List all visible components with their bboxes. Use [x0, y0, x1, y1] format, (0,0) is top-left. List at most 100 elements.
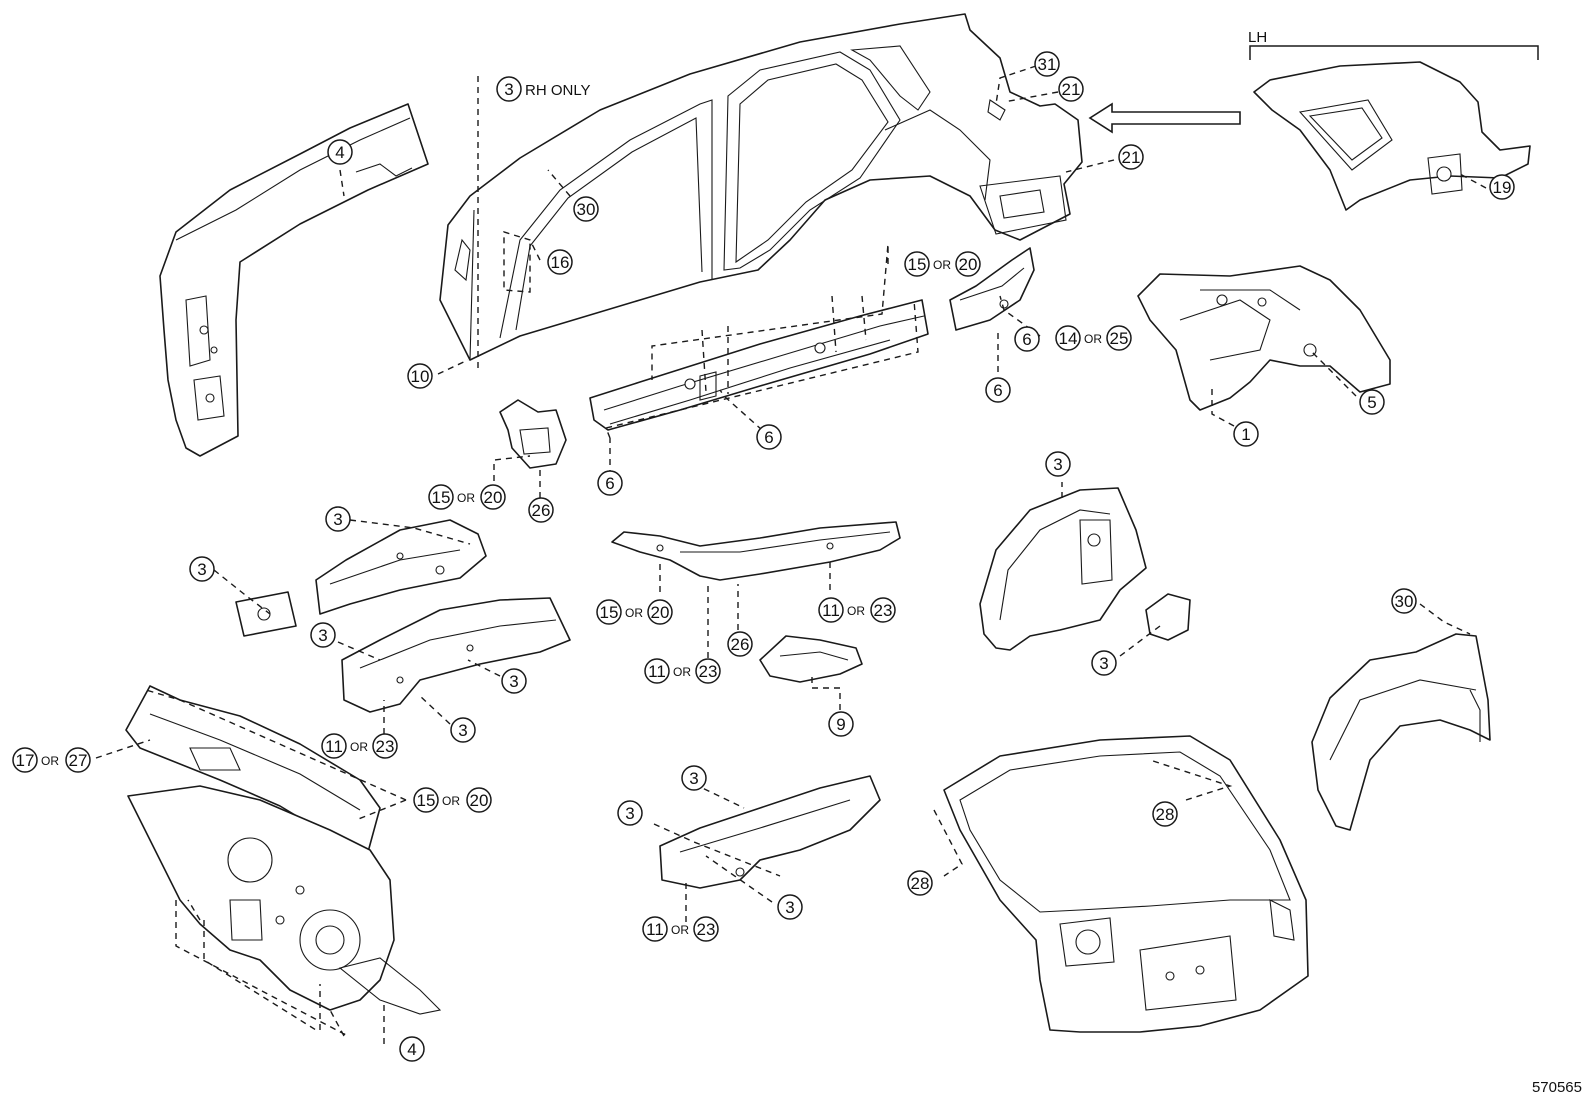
callout-6: 6: [985, 377, 1011, 403]
svg-text:6: 6: [993, 381, 1002, 400]
bumper-bracket-plate: [235, 591, 297, 637]
callout-3-rh-only: 3 RH ONLY: [496, 76, 591, 102]
svg-text:26: 26: [731, 635, 750, 654]
svg-text:5: 5: [1367, 393, 1376, 412]
callout-26: 26: [528, 497, 554, 523]
diagram-code: 570565: [1532, 1079, 1582, 1096]
svg-text:11: 11: [648, 662, 666, 681]
svg-text:31: 31: [1038, 55, 1057, 74]
svg-text:15: 15: [432, 488, 451, 507]
callout-9: 9: [828, 711, 854, 737]
svg-text:17: 17: [16, 751, 35, 770]
callout-14-or-25: 14 OR 25: [1055, 325, 1132, 351]
svg-text:6: 6: [605, 474, 614, 493]
svg-text:OR: OR: [442, 794, 460, 808]
callout-6: 6: [756, 424, 782, 450]
callout-4: 4: [399, 1036, 425, 1062]
callout-26: 26: [727, 631, 753, 657]
svg-text:3: 3: [197, 560, 206, 579]
bracket-9: [759, 635, 863, 683]
svg-text:3: 3: [509, 672, 518, 691]
callout-6: 6: [597, 470, 623, 496]
rear-wheel-house-outer-lh: [1311, 633, 1491, 831]
callout-15-or-20: 15 OR 20: [413, 787, 492, 813]
svg-text:19: 19: [1493, 178, 1512, 197]
callout-31: 31: [1034, 51, 1060, 77]
front-floor-member: [659, 775, 881, 889]
svg-text:21: 21: [1122, 148, 1141, 167]
quarter-panel-lh: [1253, 61, 1531, 211]
svg-text:26: 26: [532, 501, 551, 520]
svg-text:3: 3: [504, 80, 513, 99]
svg-text:3: 3: [333, 510, 342, 529]
svg-text:27: 27: [69, 751, 88, 770]
svg-text:14: 14: [1059, 329, 1078, 348]
callout-15-or-20: 15 OR 20: [428, 484, 506, 510]
svg-text:16: 16: [551, 253, 570, 272]
svg-text:3: 3: [458, 721, 467, 740]
svg-text:15: 15: [600, 603, 619, 622]
callout-3: 3: [325, 506, 351, 532]
callout-3: 3: [777, 894, 803, 920]
svg-text:OR: OR: [933, 258, 951, 272]
svg-text:30: 30: [1395, 592, 1414, 611]
svg-text:11: 11: [822, 601, 840, 620]
svg-text:OR: OR: [671, 923, 689, 937]
callout-19: 19: [1489, 174, 1515, 200]
callout-3: 3: [617, 800, 643, 826]
svg-text:28: 28: [911, 874, 930, 893]
svg-text:OR: OR: [350, 740, 368, 754]
svg-text:20: 20: [651, 603, 670, 622]
callout-4: 4: [327, 139, 353, 165]
callout-3: 3: [501, 668, 527, 694]
svg-text:28: 28: [1156, 805, 1175, 824]
svg-text:3: 3: [1053, 455, 1062, 474]
callouts: 31 21 21 19 3 RH ONLY 4 30 16 10 15 OR 2…: [12, 51, 1515, 1062]
svg-text:11: 11: [646, 920, 664, 939]
callout-1: 1: [1233, 421, 1259, 447]
svg-text:OR: OR: [1084, 332, 1102, 346]
suspension-bracket: [1145, 593, 1191, 641]
svg-text:20: 20: [959, 255, 978, 274]
callout-15-or-20: 15 OR 20: [904, 251, 981, 277]
callout-21: 21: [1058, 76, 1084, 102]
svg-text:15: 15: [908, 255, 927, 274]
callout-28: 28: [907, 870, 933, 896]
callout-5: 5: [1359, 389, 1385, 415]
body-side-panel-outer: [439, 13, 1083, 361]
dash-panel: [127, 785, 442, 1015]
svg-text:3: 3: [1099, 654, 1108, 673]
svg-text:6: 6: [764, 428, 773, 447]
callout-3: 3: [189, 556, 215, 582]
rear-wheel-house-outer-rh: [979, 487, 1147, 651]
callout-17-or-27: 17 OR 27: [12, 747, 91, 773]
callout-28: 28: [1152, 801, 1178, 827]
callout-3: 3: [1091, 650, 1117, 676]
front-side-member-upper: [315, 519, 487, 615]
callout-11-or-23: 11 OR 23: [642, 916, 719, 942]
callout-3: 3: [450, 717, 476, 743]
svg-text:1: 1: [1241, 425, 1250, 444]
svg-text:3: 3: [625, 804, 634, 823]
svg-text:20: 20: [484, 488, 503, 507]
svg-text:9: 9: [836, 715, 845, 734]
callout-30: 30: [1391, 588, 1417, 614]
svg-text:23: 23: [699, 662, 718, 681]
sill-rear-bracket: [949, 247, 1035, 331]
svg-text:15: 15: [417, 791, 436, 810]
svg-text:21: 21: [1062, 80, 1081, 99]
callout-21: 21: [1118, 144, 1144, 170]
callout-30: 30: [573, 196, 599, 222]
svg-text:23: 23: [874, 601, 893, 620]
callout-3: 3: [681, 765, 707, 791]
callout-3: 3: [1045, 451, 1071, 477]
svg-text:OR: OR: [673, 665, 691, 679]
callout-10: 10: [407, 363, 433, 389]
svg-text:3: 3: [689, 769, 698, 788]
rear-wheel-housing-inner: [1137, 265, 1391, 411]
front-side-member-lower: [341, 597, 571, 713]
floor-crossmember: [611, 521, 901, 581]
rocker-sill: [589, 299, 929, 431]
back-door: [943, 735, 1309, 1033]
